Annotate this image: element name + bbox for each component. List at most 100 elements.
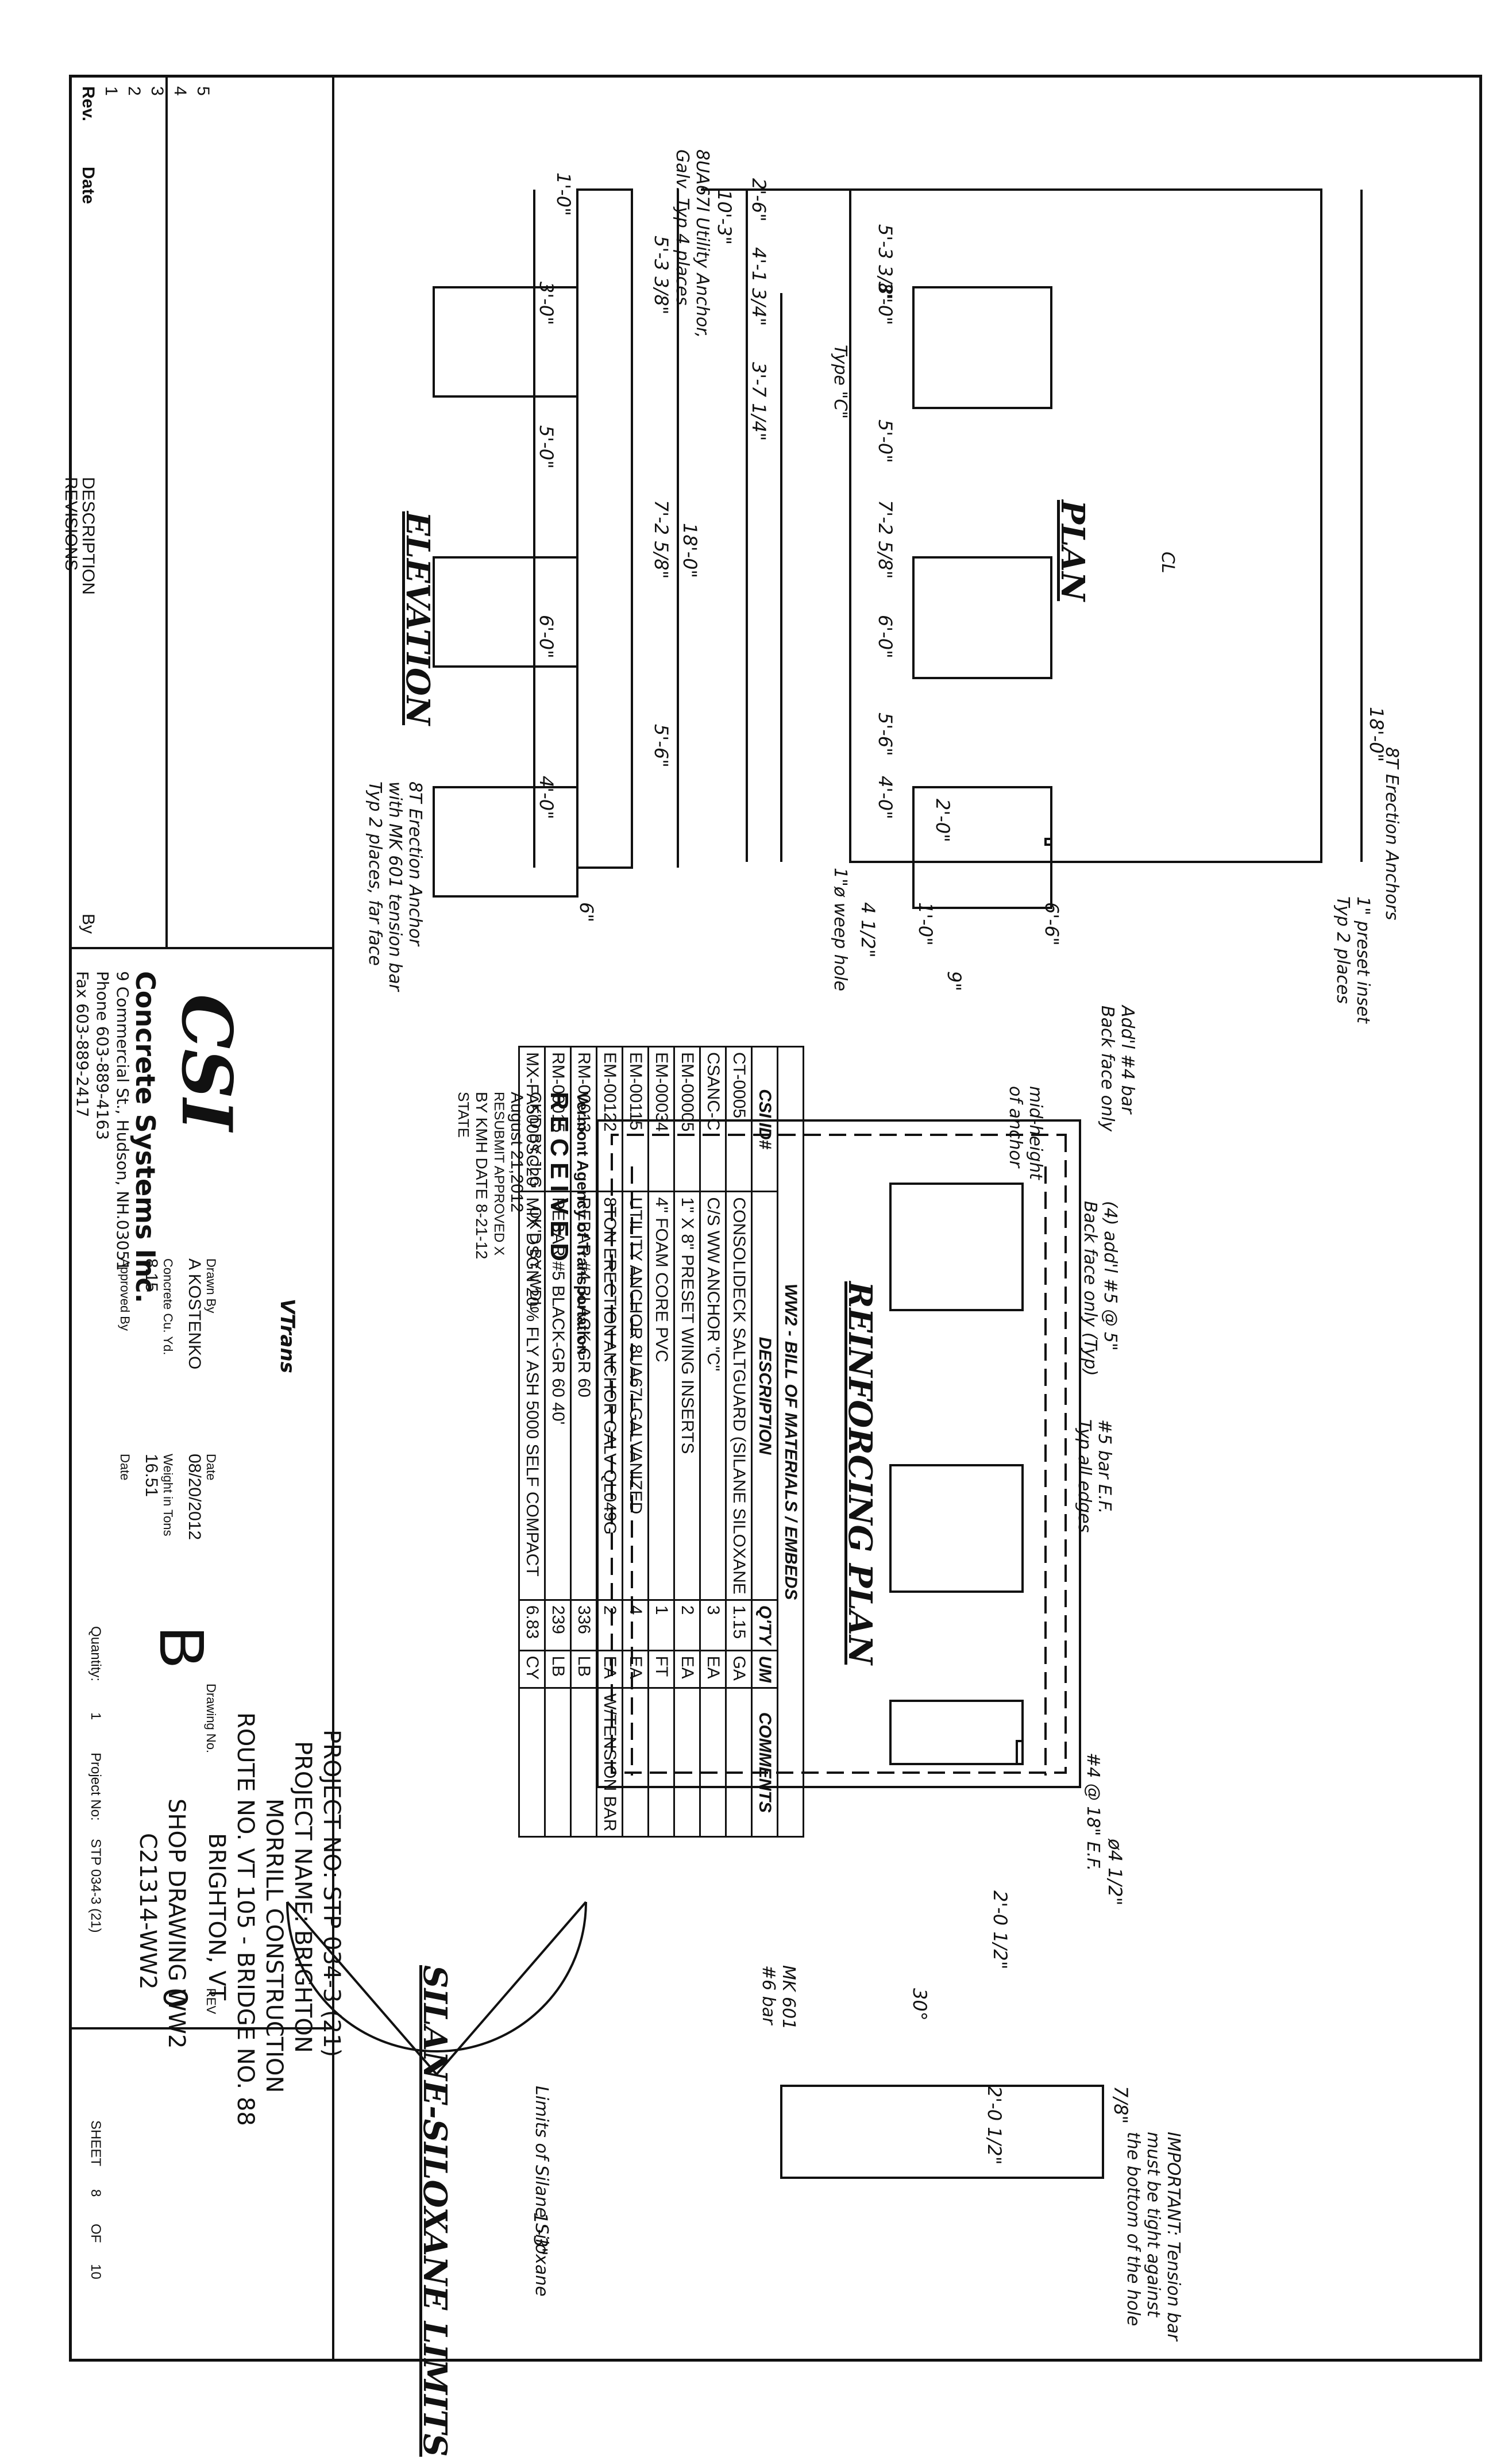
- elev-top-dim: 1'-0": [553, 172, 574, 216]
- tb-line6: SHOP DRAWING WW2: [163, 1799, 190, 2049]
- silane-dim: 1'-3": [530, 2212, 551, 2256]
- table-cell: C/S WW ANCHOR "C": [700, 1191, 726, 1600]
- sheet-value: 8: [88, 2189, 103, 2197]
- plan-d3: 5'-6": [874, 713, 896, 756]
- silane-title: SILANE-SILOXANE LIMITS: [416, 1965, 454, 2457]
- table-cell: [700, 1688, 726, 1837]
- reinf-note-9: #4 @ 18" E.F.: [1083, 1753, 1103, 1871]
- preset-note-2: Typ 2 places: [1333, 896, 1353, 1004]
- plan-e5: 9": [943, 971, 965, 992]
- concrete-label: Concrete Cu. Yd.: [161, 1258, 175, 1355]
- stamp-date-val: 8-21-12: [473, 1204, 491, 1260]
- stamp-ckd: JLG: [527, 1158, 545, 1189]
- elev-note-1: 8T Erection Anchor: [405, 781, 425, 946]
- anchor-note-line2: Galv. Typ 4 places: [672, 149, 692, 306]
- sheet-label: SHEET: [88, 2120, 103, 2167]
- table-cell: 1: [648, 1600, 674, 1651]
- stamp-agency: Vermont Agency of Transportation: [574, 1092, 592, 1355]
- stamp-state: STATE: [455, 1092, 472, 1138]
- size-letter: B: [146, 1626, 217, 1669]
- date-value: 08/20/2012: [185, 1454, 204, 1541]
- company-address: 9 Commercial St., Hudson, NH.03051: [113, 971, 132, 1271]
- stamp-ckd-label: CK'D BY: [527, 1092, 545, 1155]
- reinforcing-title: REINFORCING PLAN: [841, 1281, 879, 1665]
- table-cell: [648, 1688, 674, 1837]
- bom-header-qty: Q'TY: [751, 1600, 778, 1651]
- approved-date-label: Date: [118, 1454, 132, 1481]
- revisions-title: REVISIONS: [61, 477, 80, 571]
- preset-note-1: 1" preset inset: [1353, 896, 1373, 1023]
- drawn-by-label: Drawn By: [204, 1258, 218, 1314]
- elev-d2: 7'-2 5/8": [650, 500, 672, 579]
- table-cell: 4" FOAM CORE PVC: [648, 1191, 674, 1600]
- table-cell: 1.15: [726, 1600, 752, 1651]
- plan-s2: 5'-0": [874, 419, 896, 463]
- plan-overall-width: 10'-3": [713, 190, 735, 245]
- drawn-by: A KOSTENKO: [185, 1258, 204, 1370]
- table-cell: 8TON ERECTION ANCHOR GALV QL049G: [596, 1191, 623, 1600]
- tb-line5: BRIGHTON, VT: [203, 1833, 230, 2001]
- rev-num-2: 2: [125, 86, 144, 96]
- table-cell: 239: [545, 1600, 571, 1651]
- table-cell: 2: [596, 1600, 623, 1651]
- silane-limits: Limits of Silane Siloxane: [531, 2086, 551, 2297]
- rev-num-1: 1: [102, 86, 121, 96]
- table-cell: CY: [519, 1650, 545, 1688]
- table-cell: GA: [726, 1650, 752, 1688]
- elev-note-2: with MK 601 tension bar: [385, 781, 405, 991]
- erection-anchors-note: 8T Erection Anchors: [1382, 747, 1402, 921]
- elev-s4: 4'-0": [535, 776, 557, 819]
- plan-e2: 6'-6": [1041, 902, 1063, 946]
- table-cell: EA: [596, 1650, 623, 1688]
- rev-num-4: 4: [171, 86, 190, 96]
- stamp-date: August 21,2012: [507, 1092, 526, 1213]
- plan-d2: 7'-2 5/8": [874, 500, 896, 579]
- table-cell: FT: [648, 1650, 674, 1688]
- elevation-title: ELEVATION: [399, 511, 437, 726]
- stamp-received: RECEIVED: [545, 1092, 573, 1267]
- table-cell: CT-0005: [726, 1046, 752, 1192]
- type-c-label: Type "C": [830, 345, 850, 419]
- date-label: Date: [204, 1454, 218, 1481]
- plan-e1: 2'-0": [932, 799, 954, 842]
- plan-title: PLAN: [1054, 500, 1091, 602]
- reinf-note-8: Typ all edges: [1074, 1419, 1094, 1533]
- important-3: the bottom of the hole: [1123, 2132, 1143, 2327]
- tb-line2: PROJECT NAME: BRIGHTON: [290, 1741, 316, 2053]
- elev-s1: 3'-0": [535, 282, 557, 325]
- vtrans-logo: VTrans: [276, 1299, 299, 1373]
- detail-r1: 2'-0 1/2": [989, 1890, 1011, 1970]
- received-stamp: Vermont Agency of Transportation RECEIVE…: [454, 1092, 592, 1355]
- table-cell: [519, 1688, 545, 1837]
- reinf-note-4: of anchor: [1005, 1086, 1025, 1168]
- rev-header-rev: Rev.: [79, 86, 98, 122]
- drawing-sheet: 8UA67I Utility Anchor, Galv. Typ 4 place…: [61, 75, 1482, 2457]
- table-cell: [674, 1688, 700, 1837]
- elev-d3: 5'-6": [650, 724, 672, 768]
- company-phone: Phone 603-889-4163: [93, 971, 112, 1140]
- tb-line7: C21314-WW2: [134, 1833, 161, 1990]
- quantity-label: Quantity:: [88, 1626, 103, 1682]
- of-label: OF: [88, 2224, 103, 2243]
- drawing-no-label: Drawing No.: [204, 1684, 218, 1754]
- reinf-note-5: (4) add'l #5 @ 5": [1100, 1201, 1120, 1351]
- detail-angle: 30°: [909, 1988, 931, 2021]
- rev-header-by: By: [79, 914, 98, 934]
- table-cell: 3: [700, 1600, 726, 1651]
- approved-by-label: Approved By: [118, 1258, 132, 1331]
- of-value: 10: [88, 2264, 103, 2279]
- table-cell: 336: [570, 1600, 597, 1651]
- table-cell: CONSOLIDECK SALTGUARD (SILANE SILOXANE: [726, 1191, 752, 1600]
- quantity-value: 1: [88, 1712, 103, 1720]
- reinf-note-3: mid-height: [1025, 1086, 1046, 1180]
- anchor-note-line1: 8UA67I Utility Anchor,: [692, 149, 712, 338]
- table-cell: LB: [570, 1650, 597, 1688]
- table-cell: [622, 1688, 649, 1837]
- elev-d1: 5'-3 3/8": [650, 236, 672, 315]
- table-cell: 2: [674, 1600, 700, 1651]
- cl-label: CL: [1158, 552, 1178, 573]
- plan-s3: 6'-0": [874, 615, 896, 658]
- stamp-okd-label: OK'D BY: [527, 1206, 545, 1270]
